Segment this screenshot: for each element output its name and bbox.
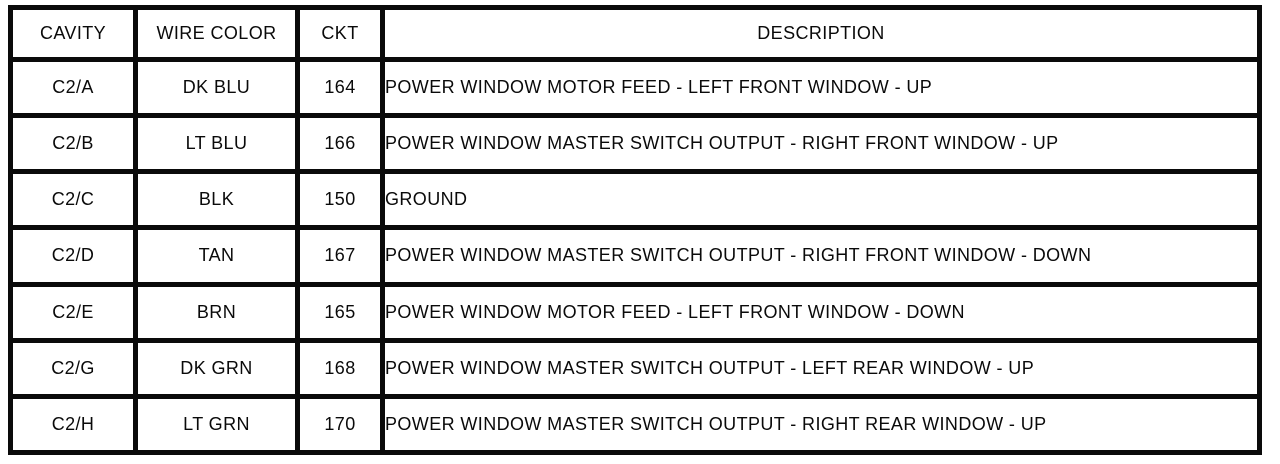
ckt-cell: 165 [295, 281, 385, 343]
wire-color-cell: BLK [133, 169, 300, 231]
cavity-cell: C2/B [8, 113, 138, 175]
column-header-description: DESCRIPTION [380, 5, 1262, 62]
wire-color-cell: LT BLU [133, 113, 300, 175]
cavity-cell: C2/E [8, 281, 138, 343]
description-cell: GROUND [380, 169, 1262, 231]
cavity-cell: C2/D [8, 225, 138, 287]
table-row: C2/B LT BLU 166 POWER WINDOW MASTER SWIT… [8, 113, 1262, 175]
table-row: C2/C BLK 150 GROUND [8, 169, 1262, 231]
pinout-table: CAVITY WIRE COLOR CKT DESCRIPTION C2/A D… [8, 5, 1262, 456]
wire-color-cell: BRN [133, 281, 300, 343]
description-cell: POWER WINDOW MOTOR FEED - LEFT FRONT WIN… [380, 56, 1262, 119]
table-row: C2/D TAN 167 POWER WINDOW MASTER SWITCH … [8, 225, 1262, 287]
column-header-ckt: CKT [295, 5, 385, 62]
scanned-document-page: CAVITY WIRE COLOR CKT DESCRIPTION C2/A D… [8, 5, 1262, 456]
ckt-cell: 168 [295, 337, 385, 399]
cavity-cell: C2/A [8, 56, 138, 119]
ckt-cell: 150 [295, 169, 385, 231]
table-row: C2/E BRN 165 POWER WINDOW MOTOR FEED - L… [8, 281, 1262, 343]
wire-color-cell: DK GRN [133, 337, 300, 399]
description-cell: POWER WINDOW MASTER SWITCH OUTPUT - RIGH… [380, 225, 1262, 287]
ckt-cell: 164 [295, 56, 385, 119]
ckt-cell: 167 [295, 225, 385, 287]
description-cell: POWER WINDOW MASTER SWITCH OUTPUT - LEFT… [380, 337, 1262, 399]
table-row: C2/A DK BLU 164 POWER WINDOW MOTOR FEED … [8, 56, 1262, 119]
description-cell: POWER WINDOW MOTOR FEED - LEFT FRONT WIN… [380, 281, 1262, 343]
description-cell: POWER WINDOW MASTER SWITCH OUTPUT - RIGH… [380, 113, 1262, 175]
ckt-cell: 170 [295, 393, 385, 456]
cavity-cell: C2/C [8, 169, 138, 231]
column-header-cavity: CAVITY [8, 5, 138, 62]
table-header-row: CAVITY WIRE COLOR CKT DESCRIPTION [8, 5, 1262, 62]
wire-color-cell: DK BLU [133, 56, 300, 119]
table-row: C2/G DK GRN 168 POWER WINDOW MASTER SWIT… [8, 337, 1262, 399]
cavity-cell: C2/H [8, 393, 138, 456]
ckt-cell: 166 [295, 113, 385, 175]
column-header-wire-color: WIRE COLOR [133, 5, 300, 62]
wire-color-cell: TAN [133, 225, 300, 287]
description-cell: POWER WINDOW MASTER SWITCH OUTPUT - RIGH… [380, 393, 1262, 456]
wire-color-cell: LT GRN [133, 393, 300, 456]
cavity-cell: C2/G [8, 337, 138, 399]
table-row: C2/H LT GRN 170 POWER WINDOW MASTER SWIT… [8, 393, 1262, 456]
